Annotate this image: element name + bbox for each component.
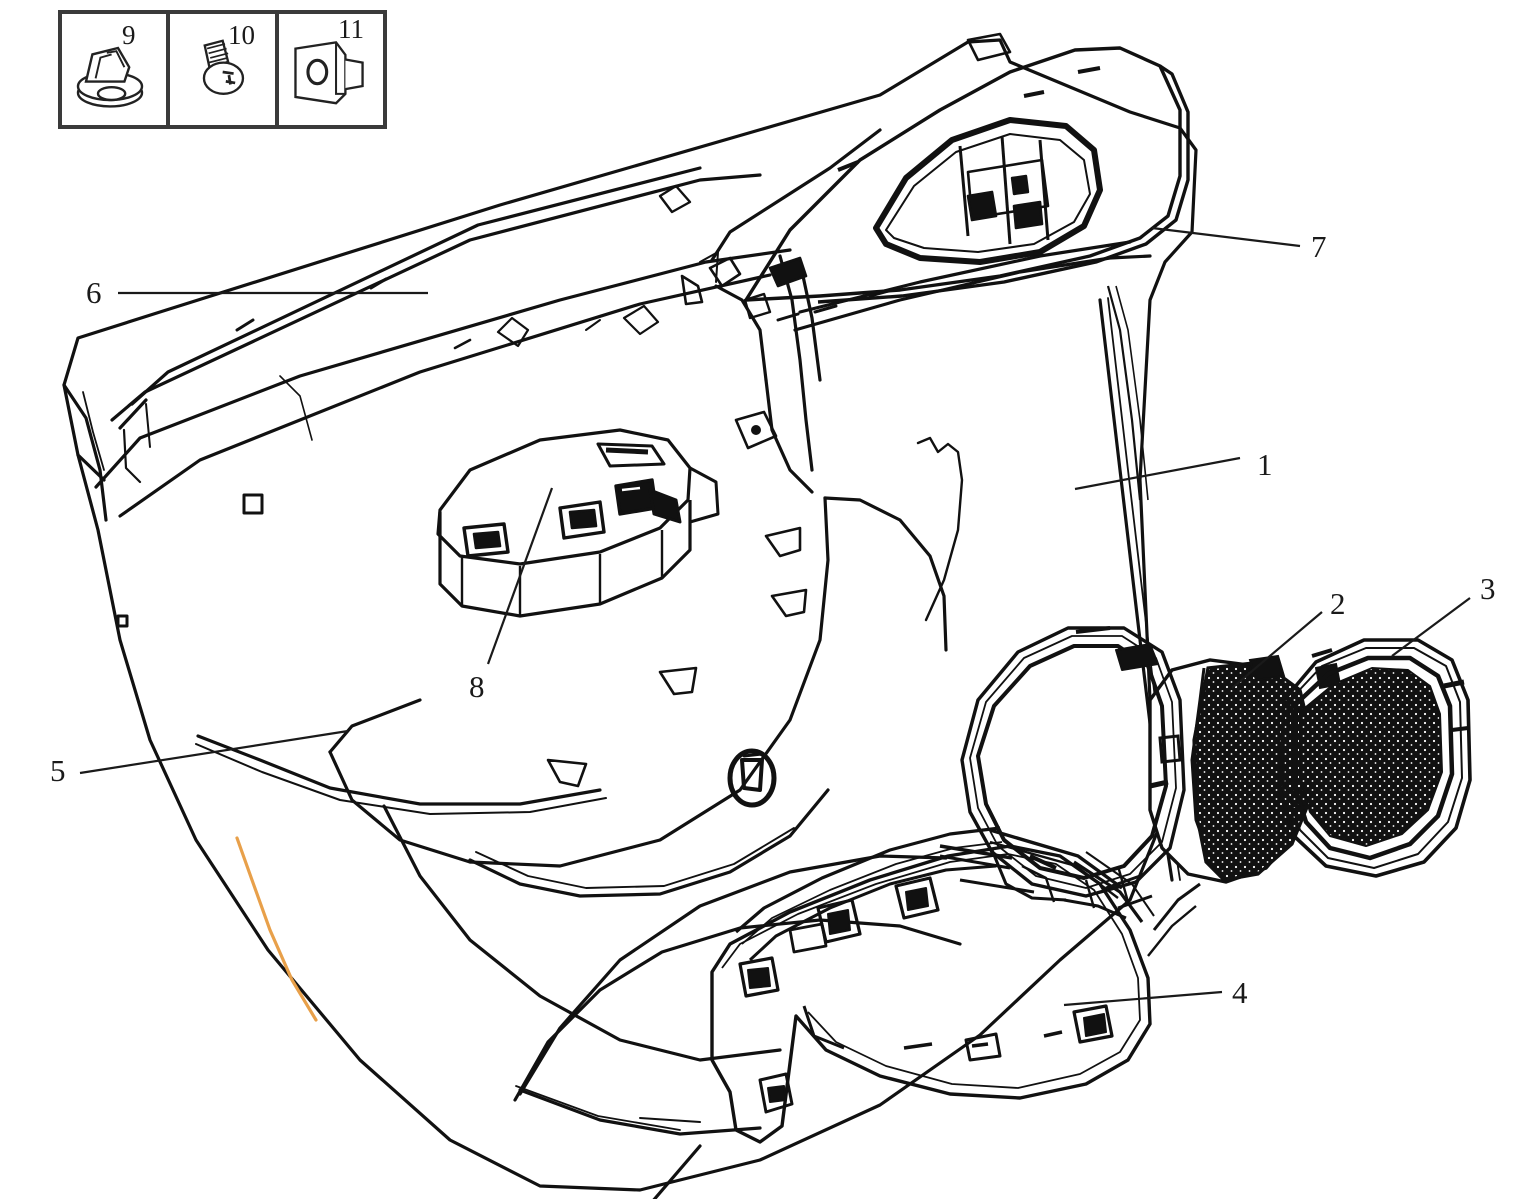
callout-7-grab-handle-bezel: 7 (1311, 229, 1327, 264)
callout-4-lower-armrest-bracket: 4 (1232, 975, 1248, 1010)
leader-line-7 (1151, 226, 1301, 248)
leader-line-8 (486, 487, 554, 665)
door-speaker (1148, 654, 1342, 884)
leader-line-2 (1231, 611, 1323, 689)
legend-number-9: 9 (122, 20, 136, 50)
callout-6-upper-belt-moulding: 6 (86, 275, 102, 310)
window-switch-panel (436, 428, 720, 618)
door-trim-panel-body (62, 38, 1198, 1199)
fastener-legend-box (58, 10, 387, 129)
callout-8-window-switch-panel: 8 (469, 669, 485, 704)
callout-3-speaker-grille: 3 (1480, 571, 1496, 606)
grommet-cap-detail (727, 748, 777, 808)
callout-5-lower-trim-edge: 5 (50, 753, 66, 788)
leader-line-4 (1063, 990, 1223, 1007)
callout-2-speaker: 2 (1330, 586, 1346, 621)
leader-line-1 (1074, 456, 1241, 491)
orange-accent-highlight (235, 836, 318, 1022)
leader-line-5 (79, 729, 349, 775)
callout-1-door-trim-panel: 1 (1257, 447, 1273, 482)
speaker-grille-ring (1278, 638, 1472, 878)
grab-handle-bezel (744, 32, 1190, 501)
lower-armrest-bracket (710, 826, 1201, 1144)
leader-line-3 (1391, 597, 1471, 657)
callout-leader-lines (79, 226, 1471, 1007)
legend-number-10: 10 (228, 20, 255, 50)
legend-number-11: 11 (338, 14, 364, 44)
